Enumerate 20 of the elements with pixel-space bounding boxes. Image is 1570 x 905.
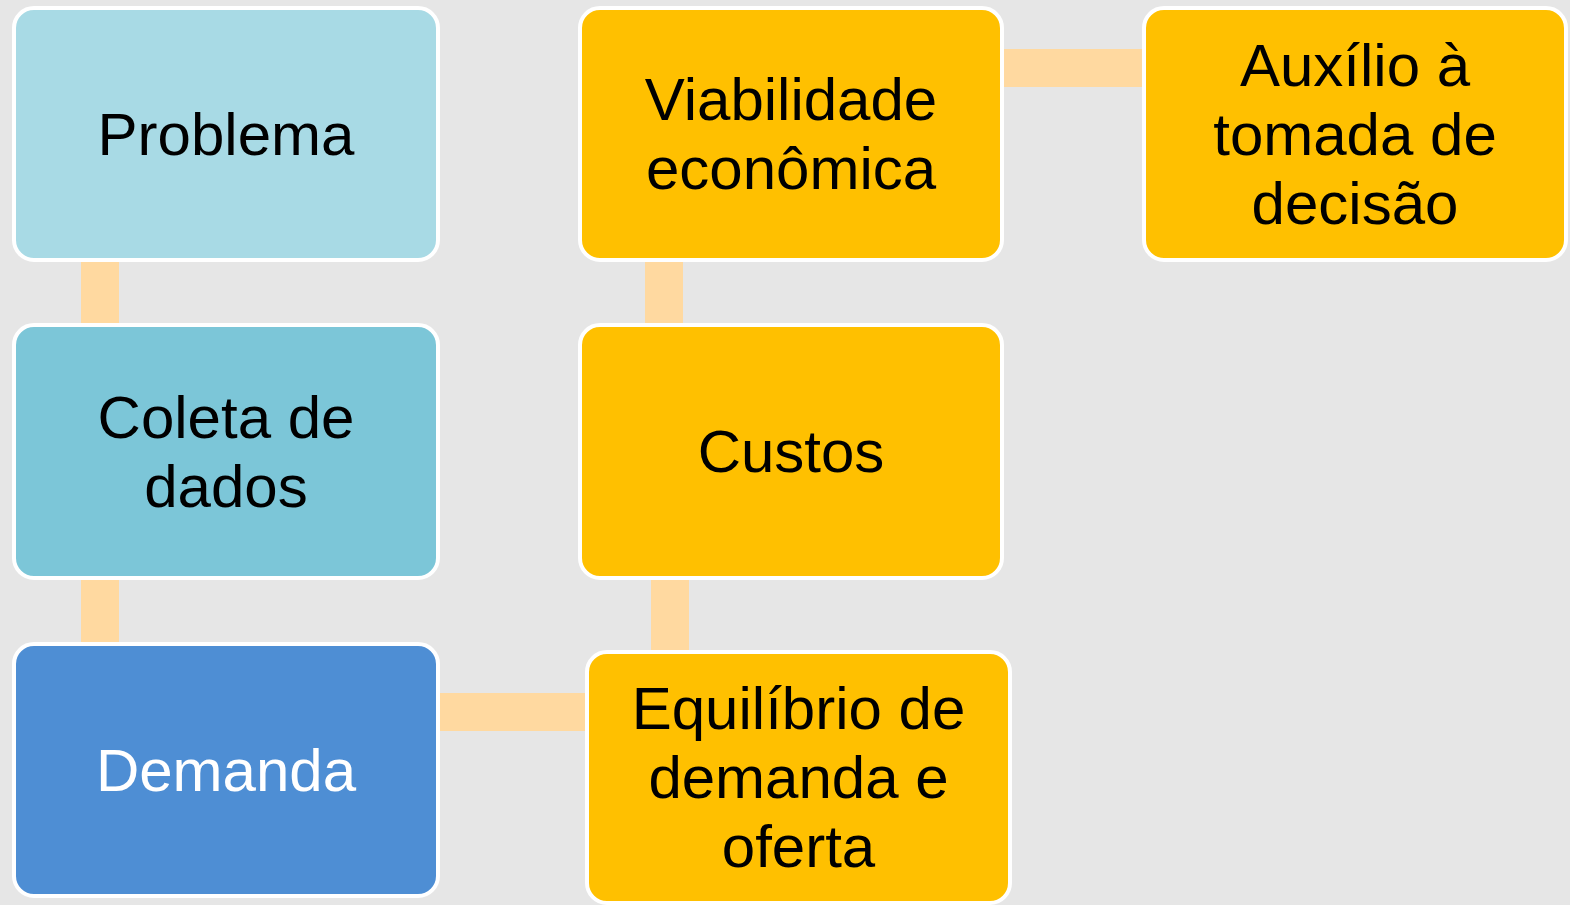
process-box [1142,6,1568,262]
process-box [12,642,440,898]
process-box [578,323,1004,580]
process-box [12,323,440,580]
connector-line [651,580,689,650]
process-box [578,6,1004,262]
box-label: Custos [697,417,885,486]
box-label: Problema [97,99,355,169]
box-label: Demanda [95,735,357,805]
process-box [585,650,1012,905]
process-box [12,6,440,262]
box-label: Equilíbrio de demanda e oferta [630,674,967,881]
connector-line [1004,49,1142,87]
box-label: Coleta de dados [96,382,356,521]
connector-line [81,580,119,642]
box-label: Auxílio à tomada de decisão [1212,30,1498,238]
connector-line [645,262,683,323]
box-label: Viabilidade econômica [643,65,939,203]
connector-line [440,693,585,731]
connector-line [81,262,119,323]
